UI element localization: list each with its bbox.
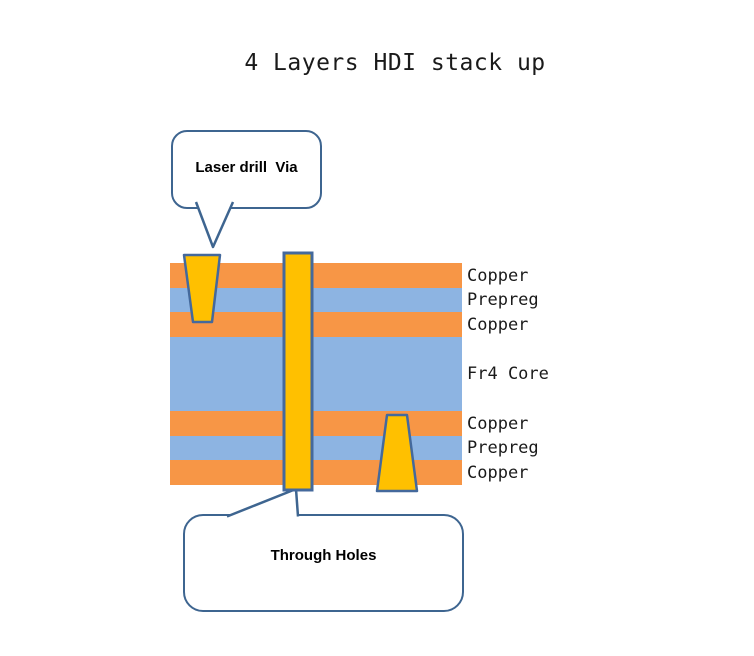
- layer-label-copper-inner-top: Copper: [467, 314, 529, 335]
- laser-via-callout-label: Laser drill Via: [195, 159, 298, 176]
- layer-label-prepreg-top: Prepreg: [467, 290, 539, 310]
- laser-via-callout: Laser drill Via: [171, 130, 322, 209]
- layer-band-fr4-core: [170, 337, 462, 411]
- layer-label-copper-bottom: Copper: [467, 462, 529, 483]
- layer-label-copper-top: Copper: [467, 265, 529, 286]
- layer-band-prepreg-bottom: [170, 436, 462, 460]
- through-holes-callout-label: Through Holes: [270, 546, 377, 564]
- layer-band-copper-inner-top: [170, 312, 462, 337]
- layer-label-fr4-core: Fr4 Core: [467, 364, 549, 384]
- layer-label-copper-inner-bottom: Copper: [467, 413, 529, 434]
- layer-label-prepreg-bottom: Prepreg: [467, 438, 539, 458]
- through-holes-callout-tail: [226, 487, 300, 518]
- layer-band-copper-bottom: [170, 460, 462, 485]
- through-holes-callout: Through Holes: [183, 514, 464, 612]
- diagram-title: 4 Layers HDI stack up: [244, 50, 546, 76]
- layer-band-copper-inner-bottom: [170, 411, 462, 436]
- layer-band-prepreg-top: [170, 288, 462, 312]
- layer-band-copper-top: [170, 263, 462, 288]
